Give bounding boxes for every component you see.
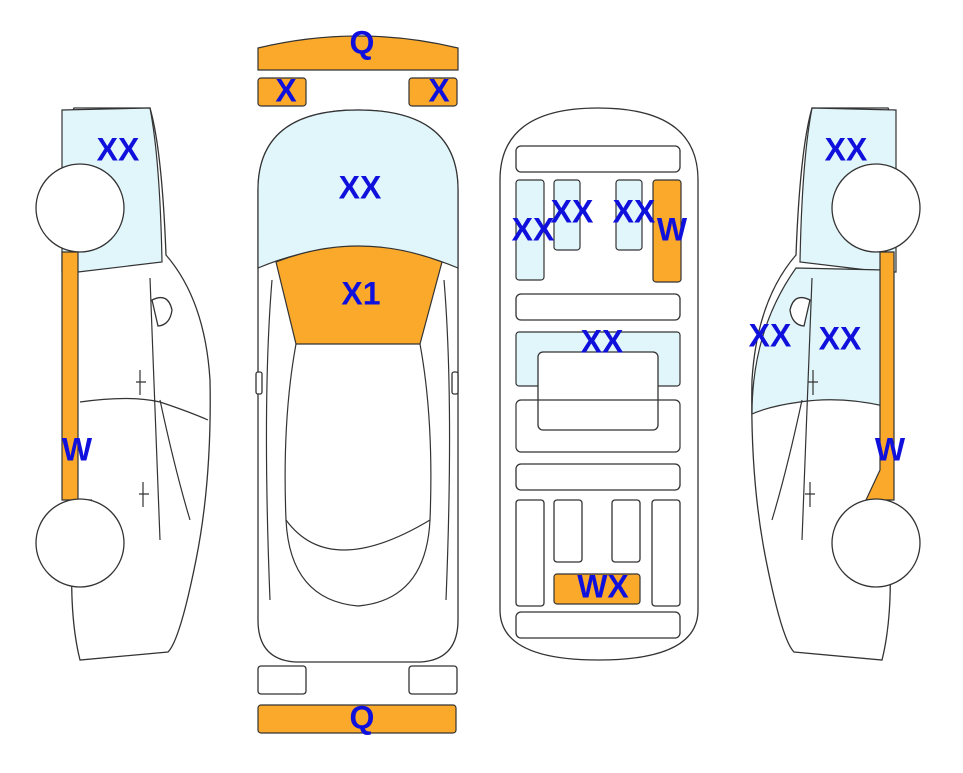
left-rear-glass-label: XX [97,131,140,167]
top-left-mirror [255,371,263,395]
right-side-view: XX XX XX W [749,107,921,661]
interior-view: XX XX XX W XX WX [499,107,699,661]
rear-bumper-label: Q [350,699,375,735]
roof-outline [284,343,432,551]
front-bumper [257,35,459,71]
top-right-side [443,279,451,601]
right-mirror [789,296,811,327]
rear-bumper [257,704,457,734]
right-handle-1 [808,370,818,395]
windshield-label: XX [339,169,382,205]
right-pillar-label: W [875,431,906,467]
int-rear-left-label: XX [512,211,555,247]
headlight-right [408,77,458,107]
interior-front-mid-right [611,499,641,563]
front-bumper-label: Q [350,24,375,60]
left-rear-wheel [35,498,125,588]
int-rear-right-label: W [657,211,688,247]
left-side-view: XX W [35,107,211,661]
taillight-right [408,665,458,695]
hood-area [275,245,443,345]
right-handle-2 [805,482,815,507]
interior-rear-shelf [515,145,681,173]
right-front-glass-label: XX [819,320,862,356]
top-left-side [265,279,273,601]
int-rear-mid-left-label: XX [551,193,594,229]
interior-front-mid-left [553,499,583,563]
interior-rear-mid-right [615,179,643,251]
left-pillar-label: W [62,431,93,467]
rear-window [285,519,431,607]
interior-dashboard [515,611,681,639]
headlight-left [257,77,307,107]
interior-rear-right [652,179,682,283]
interior-front-right [651,499,681,607]
left-front-wheel [35,163,125,253]
left-handle-2 [139,482,149,507]
top-view: Q X X XX X1 Q [255,24,459,735]
interior-rear-left [515,179,545,281]
right-door-line [771,399,803,521]
int-middle-label: XX [581,323,624,359]
headlight-right-label: X [428,72,450,108]
left-handle-1 [136,370,146,395]
interior-front-left [515,499,545,607]
headlight-left-label: X [275,72,297,108]
hood-label: X1 [341,275,380,311]
taillight-left [257,665,307,695]
interior-rear-mid-left [553,179,581,251]
right-rear-glass-label: XX [825,131,868,167]
int-rear-mid-right-label: XX [613,193,656,229]
left-door-seam [149,277,161,541]
interior-divider-2 [515,463,681,491]
interior-middle-frame [515,399,681,453]
right-door-seam [801,277,813,541]
right-mirror-label: XX [749,317,792,353]
left-mirror [151,296,173,327]
left-door-line [159,399,191,521]
int-front-label: WX [577,568,629,604]
interior-divider-1 [515,293,681,321]
right-side-front-glass [751,267,885,415]
right-rear-wheel [831,163,921,253]
top-right-mirror [451,371,459,395]
right-front-wheel [831,498,921,588]
interior-middle-panel [537,351,659,431]
interior-front-console [553,573,641,605]
